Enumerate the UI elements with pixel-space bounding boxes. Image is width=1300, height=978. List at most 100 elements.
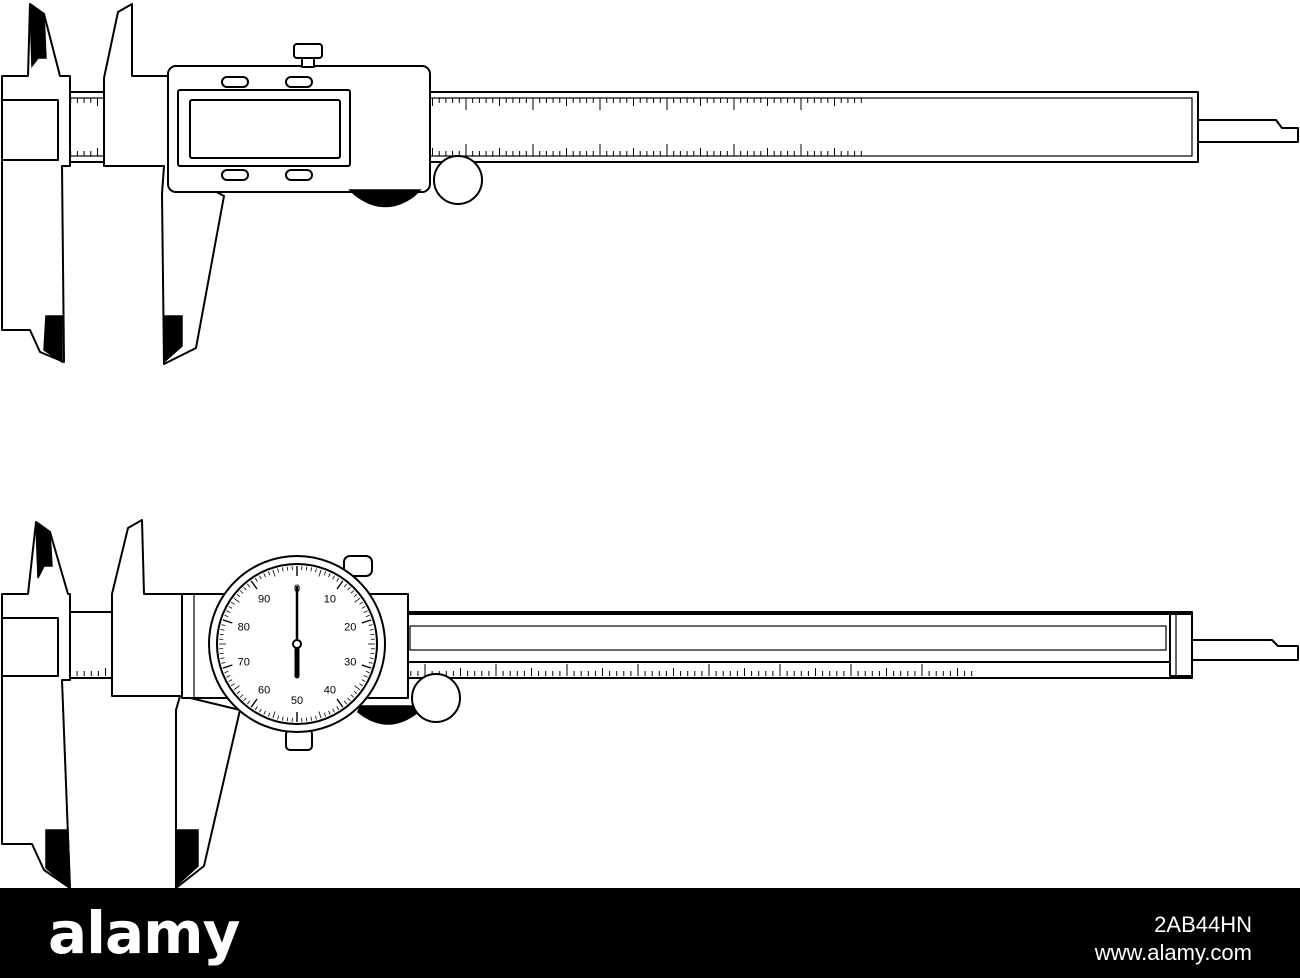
dial-tick <box>254 706 258 711</box>
dial-tick <box>343 583 348 588</box>
dial-label: 30 <box>344 656 356 668</box>
dial-tick <box>305 566 308 571</box>
fixed-jaw-top-insert <box>29 4 47 69</box>
alamy-logo: alamy <box>48 899 240 967</box>
dial-tick <box>323 571 327 576</box>
dial-tick <box>272 569 276 577</box>
dial-tick <box>236 690 241 695</box>
dial-tick <box>286 717 289 722</box>
dial-label: 60 <box>258 684 270 696</box>
dial-needle <box>292 586 302 679</box>
dial-tick <box>224 614 229 618</box>
dial-tick <box>272 711 276 719</box>
dial-tick <box>228 679 233 682</box>
dial-tick <box>281 716 284 721</box>
dial-tick <box>230 601 235 605</box>
dial-tick <box>315 568 317 573</box>
dial-tick <box>224 670 229 674</box>
dial-tick <box>221 662 226 664</box>
sliding-jaw-tip-insert <box>163 315 183 364</box>
lcd-display <box>189 99 341 159</box>
dial-label: 40 <box>324 684 336 696</box>
dial-tick <box>318 711 322 719</box>
dial-tick <box>361 679 366 682</box>
dial-tick <box>246 583 251 588</box>
dial-tick <box>315 715 317 720</box>
dial-tick <box>336 706 340 711</box>
sliding-jaw <box>103 3 225 365</box>
thumb-roller[interactable] <box>433 155 483 205</box>
dial-tick <box>365 614 370 618</box>
image-id: 2AB44HN <box>1154 912 1252 937</box>
lock-screw[interactable] <box>293 43 323 59</box>
zero-button[interactable] <box>285 76 313 88</box>
dial-tick <box>370 652 375 655</box>
depth-rod-dial <box>1189 639 1299 661</box>
fixed-jaw <box>1 3 71 363</box>
mode-button[interactable] <box>221 169 249 181</box>
dial-tick <box>239 694 244 698</box>
dial-tick <box>369 657 374 660</box>
dial-tick <box>277 715 279 720</box>
dial-tick <box>259 575 262 580</box>
calipers-illustration: 0102030405060708090 <box>1 3 1299 888</box>
dial-tick <box>263 710 266 715</box>
dial-tick <box>230 683 235 687</box>
thumb-rest-dial <box>357 705 424 725</box>
unit-button[interactable] <box>285 169 313 181</box>
dial-label: 80 <box>238 622 250 634</box>
dial-tick <box>267 571 271 576</box>
thumb-roller-dial[interactable] <box>411 673 461 723</box>
dial-tick <box>350 694 355 698</box>
dial-tick <box>332 575 335 580</box>
site-url: www.alamy.com <box>1094 940 1252 965</box>
dial-tick <box>243 697 247 702</box>
dial-tick <box>277 568 279 573</box>
dial-tick <box>286 566 289 571</box>
dial-tick <box>243 586 247 591</box>
dial-tick <box>370 633 375 636</box>
dial-tick <box>336 580 344 590</box>
digital-caliper <box>1 3 1299 365</box>
dial-tick <box>332 708 335 713</box>
bezel-clamp[interactable] <box>285 729 313 751</box>
dial-tick <box>365 670 370 674</box>
dial-tick <box>246 700 251 705</box>
dial-tick <box>353 593 358 598</box>
dial-tick <box>350 590 355 594</box>
dial-caliper: 0102030405060708090 <box>1 519 1299 888</box>
dial-tick <box>254 577 258 582</box>
dial-tick <box>220 628 225 631</box>
watermark-banner: alamy 2AB44HN www.alamy.com <box>0 888 1300 978</box>
dial-tick <box>310 716 313 721</box>
dial-tick <box>220 657 225 660</box>
dial-tick <box>219 633 224 636</box>
fixed-jaw-top-insert-dial <box>35 522 53 579</box>
fixed-jaw-body <box>1 99 59 161</box>
dial-tick <box>368 624 373 626</box>
dial-tick <box>222 619 233 624</box>
depth-rod <box>1197 119 1299 143</box>
dial-label: 70 <box>238 656 250 668</box>
dial-tick <box>336 577 340 582</box>
dial-tick <box>328 573 331 578</box>
dial-tick <box>347 586 351 591</box>
dial-tick <box>239 590 244 594</box>
dial-tick <box>354 597 361 603</box>
thumb-rest <box>348 189 422 208</box>
dial-tick-marks <box>219 566 375 722</box>
dial-tick <box>226 610 231 613</box>
dial-tick <box>222 664 233 669</box>
lock-screw-dial[interactable] <box>343 555 373 577</box>
dial-tick <box>233 597 240 603</box>
lock-screw-stem <box>301 57 315 68</box>
fixed-jaw-tip-insert <box>43 315 63 364</box>
on-off-button[interactable] <box>221 76 249 88</box>
dial-tick <box>221 624 226 626</box>
dial-tick <box>354 685 361 691</box>
dial-tick <box>361 606 366 609</box>
dial-tick <box>363 610 368 613</box>
dial-tick <box>281 567 284 572</box>
dial-tick <box>259 708 262 713</box>
fixed-jaw-tip-insert-dial <box>45 829 71 888</box>
